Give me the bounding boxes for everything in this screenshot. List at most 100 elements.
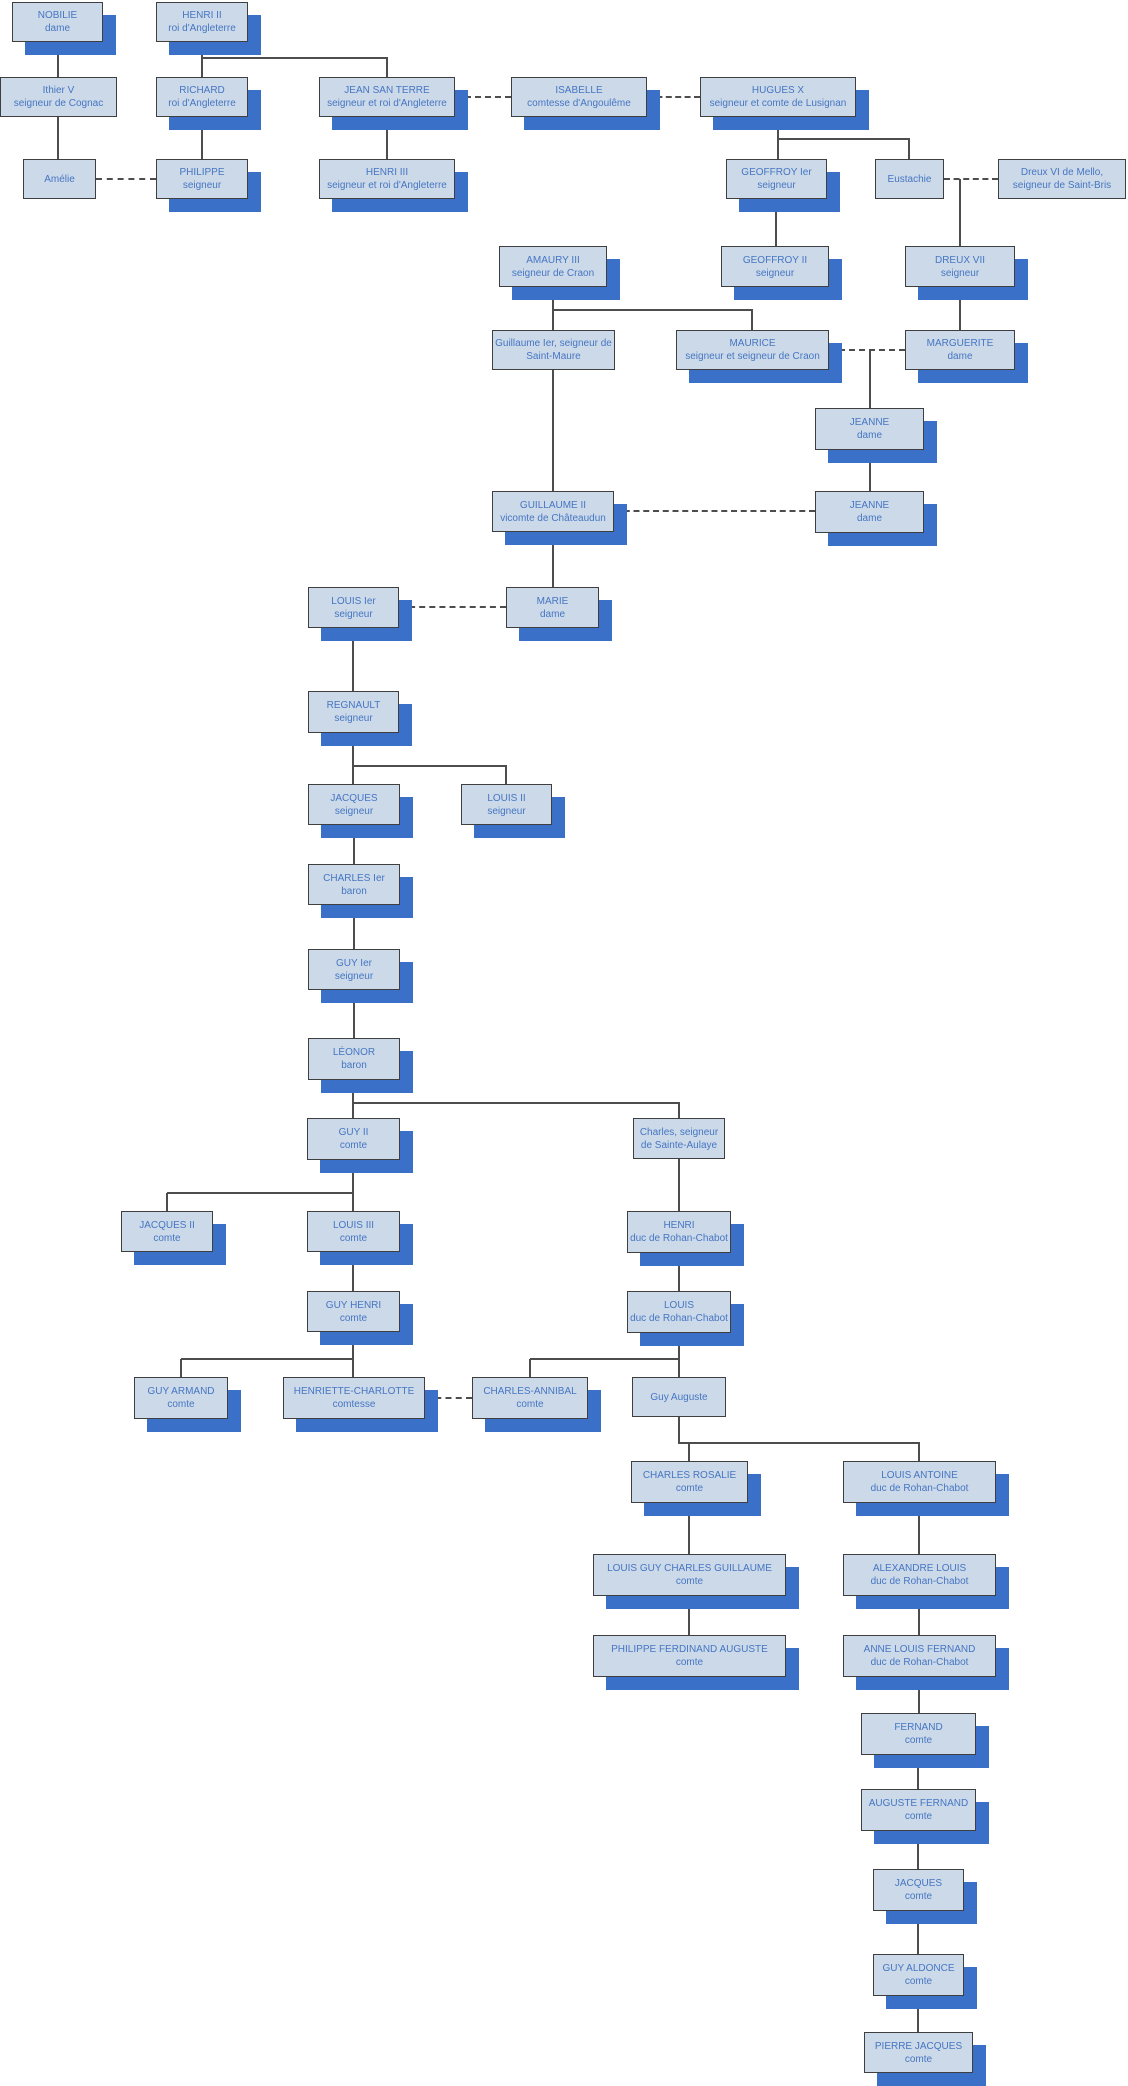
person-box-hugues-x[interactable]: HUGUES X seigneur et comte de Lusignan <box>700 77 856 117</box>
person-box-alexandre-louis[interactable]: ALEXANDRE LOUIS duc de Rohan-Chabot <box>843 1554 996 1596</box>
person-box-jacques-sgr[interactable]: JACQUES seigneur <box>308 784 400 825</box>
person-box-dreux-vi[interactable]: Dreux VI de Mello, seigneur de Saint-Bri… <box>998 159 1126 199</box>
person-box-maurice[interactable]: MAURICE seigneur et seigneur de Craon <box>676 330 829 370</box>
person-box-henri-duc[interactable]: HENRI duc de Rohan-Chabot <box>627 1211 731 1253</box>
person-box-charles-annibal[interactable]: CHARLES-ANNIBAL comte <box>472 1377 588 1419</box>
person-box-henri-iii[interactable]: HENRI III seigneur et roi d'Angleterre <box>319 159 455 199</box>
person-title: baron <box>341 1060 367 1071</box>
person-box-amelie[interactable]: Amélie <box>23 159 96 199</box>
person-box-eustachie[interactable]: Eustachie <box>875 159 944 199</box>
connector-line <box>917 1831 919 1870</box>
connector-line <box>180 1359 182 1378</box>
person-box-louis-iii[interactable]: LOUIS III comte <box>307 1211 400 1252</box>
connector-line <box>353 905 355 950</box>
person-box-anne-louis-fernand[interactable]: ANNE LOUIS FERNAND duc de Rohan-Chabot <box>843 1635 996 1677</box>
person-box-guillaume-ii[interactable]: GUILLAUME II vicomte de Châteaudun <box>492 491 614 532</box>
person-box-guillaume-ier[interactable]: Guillaume Ier, seigneur de Saint-Maure <box>492 330 615 370</box>
connector-line <box>57 42 59 78</box>
person-name: JEANNE <box>849 500 890 511</box>
person-box-louis-ier[interactable]: LOUIS Ier seigneur <box>308 587 399 628</box>
connector-line <box>352 628 354 692</box>
person-box-guy-aldonce[interactable]: GUY ALDONCE comte <box>873 1954 964 1996</box>
person-box-henriette[interactable]: HENRIETTE-CHARLOTTE comtesse <box>283 1377 425 1419</box>
person-box-marguerite[interactable]: MARGUERITE dame <box>905 330 1015 370</box>
person-title: comte <box>153 1232 181 1244</box>
person-box-pierre-jacques[interactable]: PIERRE JACQUES comte <box>864 2032 973 2073</box>
person-box-auguste-fernand[interactable]: AUGUSTE FERNAND comte <box>861 1789 976 1831</box>
person-name: AUGUSTE FERNAND <box>868 1798 969 1809</box>
person-title: seigneur <box>334 805 374 817</box>
person-box-marie[interactable]: MARIE dame <box>506 587 599 628</box>
person-box-jacques-ii[interactable]: JACQUES II comte <box>121 1211 213 1252</box>
marriage-line <box>647 96 700 98</box>
person-box-geoffroy-ier[interactable]: GEOFFROY Ier seigneur <box>726 159 827 199</box>
person-title: duc de Rohan-Chabot <box>870 1483 969 1494</box>
person-box-henri-ii[interactable]: HENRI II roi d'Angleterre <box>156 2 248 42</box>
person-box-charles-ier[interactable]: CHARLES Ier baron <box>308 864 400 905</box>
person-title: comte <box>675 1483 704 1494</box>
person-box-jeanne-2[interactable]: JEANNE dame <box>815 491 924 533</box>
person-title: seigneur <box>757 180 796 191</box>
person-box-louis-ii[interactable]: LOUIS II seigneur <box>461 784 552 825</box>
person-box-isabelle[interactable]: ISABELLE comtesse d'Angoulême <box>511 77 647 117</box>
person-box-louis-duc[interactable]: LOUIS duc de Rohan-Chabot <box>627 1291 731 1333</box>
connector-line <box>678 1103 680 1119</box>
person-name: ALEXANDRE LOUIS <box>872 1563 967 1574</box>
person-name: HUGUES X <box>751 85 805 96</box>
person-box-jeanne-1[interactable]: JEANNE dame <box>815 408 924 450</box>
person-box-philippe-ferdinand[interactable]: PHILIPPE FERDINAND AUGUSTE comte <box>593 1635 786 1677</box>
connector-line <box>775 199 777 247</box>
connector-line <box>529 1359 531 1378</box>
person-title: de Sainte-Aulaye <box>640 1139 718 1151</box>
person-box-guy-ii[interactable]: GUY II comte <box>307 1118 400 1160</box>
person-box-fernand[interactable]: FERNAND comte <box>861 1713 976 1755</box>
person-box-guy-henri[interactable]: GUY HENRI comte <box>307 1291 400 1332</box>
person-box-louis-guy[interactable]: LOUIS GUY CHARLES GUILLAUME comte <box>593 1554 786 1596</box>
person-box-guy-ier[interactable]: GUY Ier seigneur <box>308 949 400 990</box>
person-name: MARGUERITE <box>926 338 994 349</box>
person-box-jacques-comte[interactable]: JACQUES comte <box>873 1869 964 1911</box>
person-box-amaury-iii[interactable]: AMAURY III seigneur de Craon <box>499 246 607 287</box>
person-box-richard[interactable]: RICHARD roi d'Angleterre <box>156 77 248 117</box>
person-box-leonor[interactable]: LÉONOR baron <box>308 1038 400 1080</box>
connector-line <box>353 990 355 1039</box>
connector-line <box>959 287 961 331</box>
person-name: JACQUES <box>894 1878 943 1889</box>
connector-line <box>352 1160 354 1212</box>
person-name: Guillaume Ier, seigneur de <box>495 338 612 349</box>
person-name: GUY HENRI <box>325 1299 382 1311</box>
connector-line <box>688 1443 690 1462</box>
person-name: PHILIPPE FERDINAND AUGUSTE <box>611 1644 768 1655</box>
person-name: LOUIS ANTOINE <box>881 1470 958 1481</box>
connector-line <box>678 1253 680 1292</box>
connector-line <box>553 309 753 311</box>
person-box-ithier-v[interactable]: Ithier V seigneur de Cognac <box>0 77 117 117</box>
connector-line <box>751 310 753 331</box>
person-box-charles-ste-aulaye[interactable]: Charles, seigneur de Sainte-Aulaye <box>633 1118 725 1159</box>
person-box-nobilie[interactable]: NOBILIE dame <box>12 2 103 42</box>
person-name: HENRI II <box>182 10 222 21</box>
person-title: roi d'Angleterre <box>168 98 236 109</box>
person-box-louis-antoine[interactable]: LOUIS ANTOINE duc de Rohan-Chabot <box>843 1461 996 1503</box>
person-box-guy-armand[interactable]: GUY ARMAND comte <box>134 1377 228 1419</box>
person-box-philippe[interactable]: PHILIPPE seigneur <box>156 159 248 199</box>
person-box-charles-rosalie[interactable]: CHARLES ROSALIE comte <box>631 1461 748 1503</box>
person-box-dreux-vii[interactable]: DREUX VII seigneur <box>905 246 1015 287</box>
person-box-jean-san-terre[interactable]: JEAN SAN TERRE seigneur et roi d'Anglete… <box>319 77 455 117</box>
person-box-guy-auguste[interactable]: Guy Auguste <box>632 1377 726 1417</box>
person-title: comte <box>904 2053 933 2065</box>
connector-line <box>778 138 910 140</box>
person-box-regnault[interactable]: REGNAULT seigneur <box>308 691 399 733</box>
person-name: FERNAND <box>894 1722 943 1733</box>
person-name: JEANNE <box>849 417 890 428</box>
person-title: duc de Rohan-Chabot <box>870 1657 969 1668</box>
person-name: LOUIS III <box>332 1219 375 1231</box>
person-title: seigneur <box>755 267 795 279</box>
connector-line <box>678 1159 680 1212</box>
person-box-geoffroy-ii[interactable]: GEOFFROY II seigneur <box>721 246 829 287</box>
person-title: seigneur <box>334 970 374 982</box>
person-title: seigneur <box>182 180 222 191</box>
connector-line <box>353 825 355 865</box>
connector-line <box>917 1996 919 2033</box>
person-name: JEAN SAN TERRE <box>344 85 430 96</box>
